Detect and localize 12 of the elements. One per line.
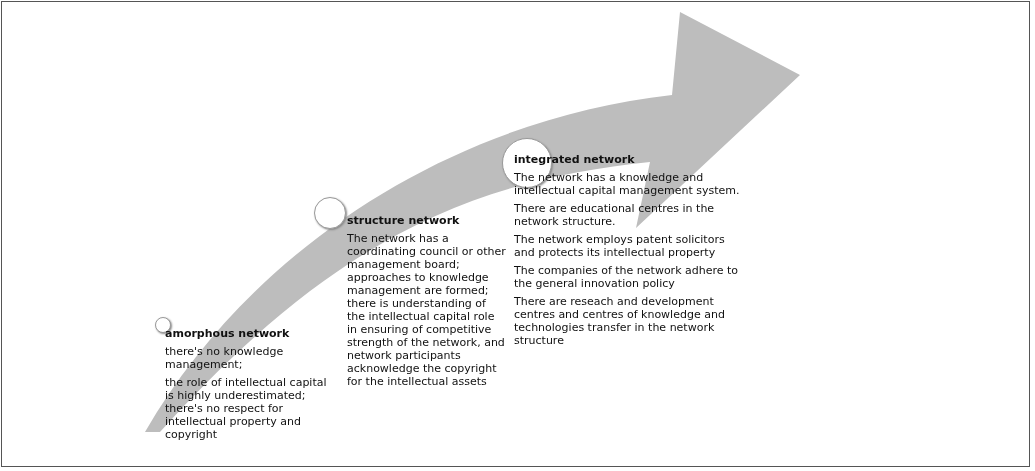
stage-description: There are reseach and development centres and centres of knowledge and technologies transfer in the network structure — [514, 295, 726, 347]
stage-description: the role of intellectual capital is highly underestimated; there's no respect for intellectual property and copyright — [165, 376, 328, 441]
stage-heading: amorphous network — [165, 327, 291, 340]
stage-description: The companies of the network adhere to the general innovation policy — [514, 264, 740, 290]
stage-description: The network employs patent solicitors and protects its intellectual property — [514, 233, 726, 259]
stage-description: there's no knowledge management; — [165, 345, 285, 371]
stage-heading: structure network — [347, 214, 461, 227]
stage-description: There are educational centres in the network structure. — [514, 202, 716, 228]
circle-marker — [314, 197, 346, 229]
stage-description: The network has a coordinating council or other management board; approaches to knowledge management are formed; there is understanding of the intellectual capital role in ensuring of competitive strength of the network, and network participants acknowledge the copyright for the intellectual assets — [347, 232, 507, 388]
stage-heading: integrated network — [514, 153, 636, 166]
stage-description: The network has a knowledge and intellectual capital management system. — [514, 171, 741, 197]
